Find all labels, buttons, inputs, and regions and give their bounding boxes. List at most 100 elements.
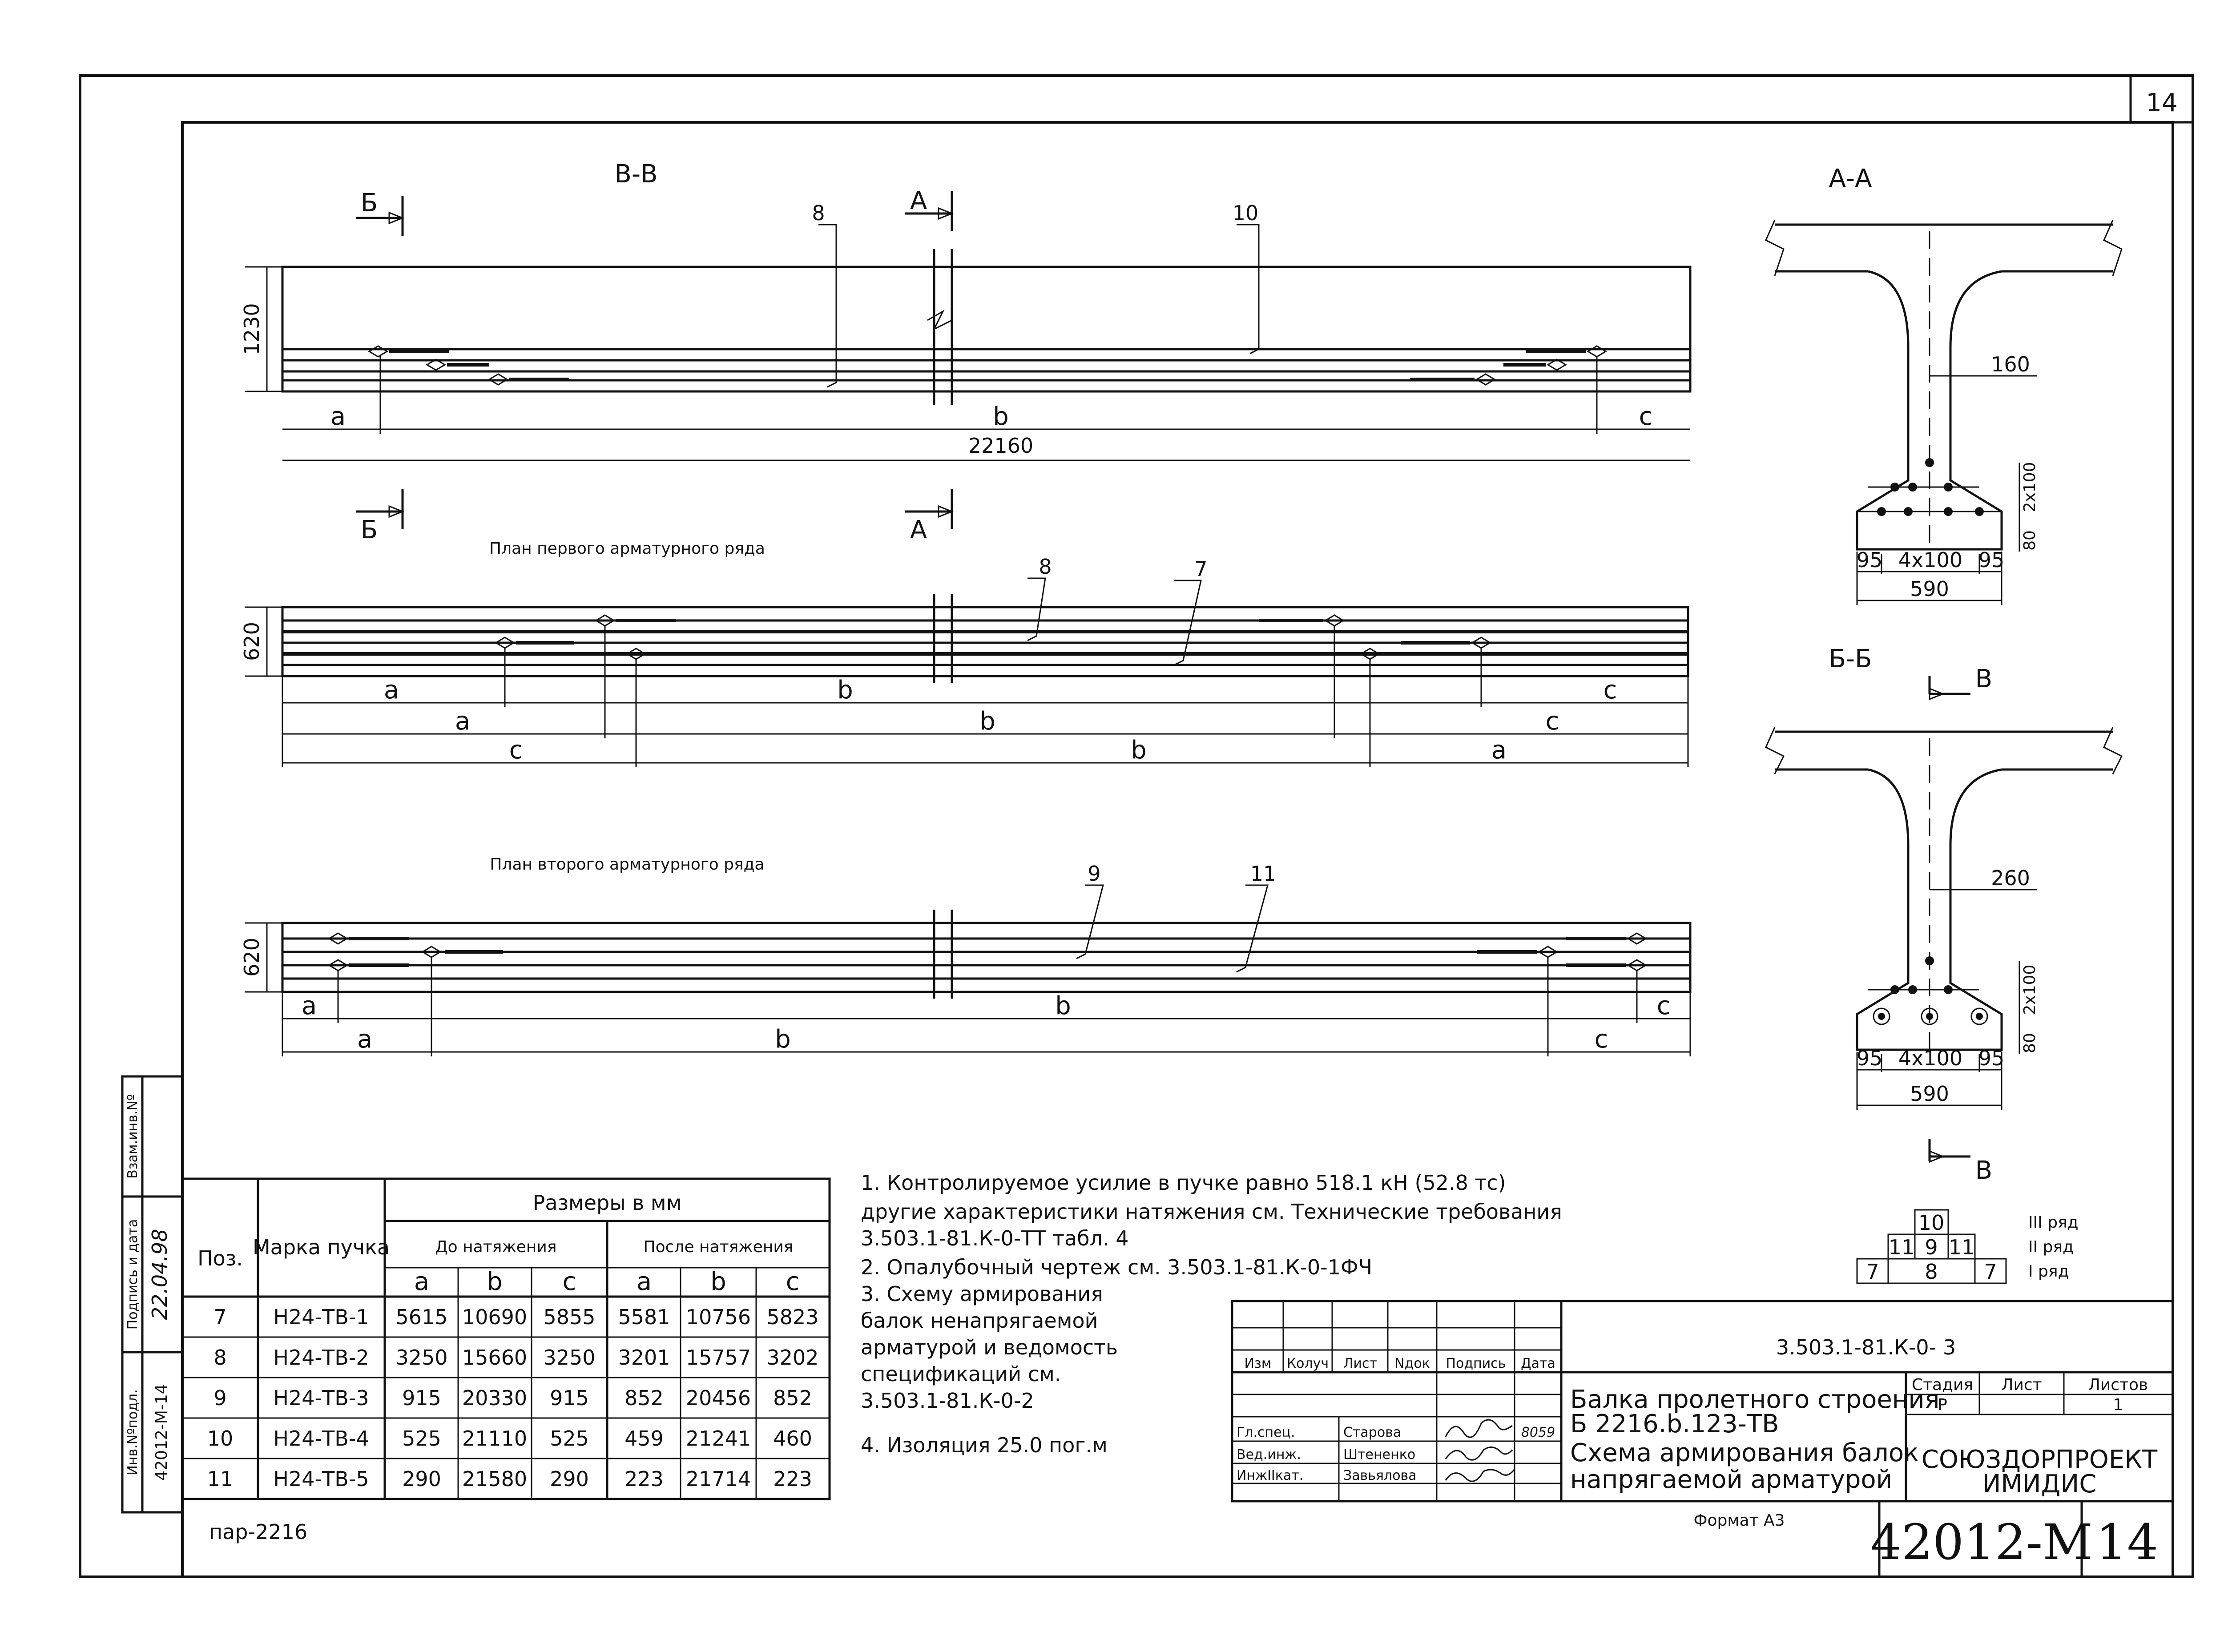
plan2-r1-a: a bbox=[302, 991, 317, 1020]
table-cell: 10690 bbox=[462, 1305, 527, 1329]
table-cell: 3202 bbox=[766, 1346, 818, 1370]
tb-title-4: напрягаемой арматурой bbox=[1570, 1465, 1892, 1494]
tb-h-koluch: Колуч bbox=[1287, 1356, 1329, 1371]
bb-dim-590: 590 bbox=[1910, 1082, 1949, 1106]
note-line: 3.503.1-81.К-0-2 bbox=[861, 1389, 1034, 1413]
tb-title-3: Схема армирования балок bbox=[1570, 1438, 1919, 1467]
plan2-r1-c: c bbox=[1657, 991, 1671, 1020]
tb-r2-role: Вед.инж. bbox=[1237, 1447, 1301, 1463]
table-cell: 525 bbox=[402, 1426, 441, 1451]
cut-v-top: В bbox=[1975, 665, 1992, 693]
th-after-a: a bbox=[637, 1267, 652, 1296]
plan1-r3-b: b bbox=[1131, 736, 1147, 765]
plan1-r1-c: c bbox=[1604, 676, 1617, 705]
side-vzam-label: Взам.инв.Nº bbox=[125, 1094, 141, 1179]
cut-a-bottom: А bbox=[910, 516, 927, 544]
legend-r2c: 11 bbox=[1949, 1235, 1975, 1259]
tb-r3-role: ИнжIIкат. bbox=[1237, 1468, 1303, 1483]
tb-h-podpis: Подпись bbox=[1446, 1356, 1506, 1371]
note-line: 3.503.1-81.К-0-ТТ табл. 4 bbox=[861, 1226, 1129, 1250]
table-cell: 915 bbox=[402, 1386, 441, 1410]
table-cell: 290 bbox=[402, 1467, 441, 1491]
plan1-r2-c: c bbox=[1546, 707, 1559, 736]
bb-dim-80: 80 bbox=[2021, 1033, 2039, 1053]
table-cell: 11 bbox=[207, 1467, 234, 1491]
side-podp-label: Подпись и дата bbox=[125, 1219, 141, 1330]
sheet-number-top: 14 bbox=[2146, 89, 2177, 117]
vv-pos-8: 8 bbox=[812, 201, 825, 225]
vv-title: В-В bbox=[614, 160, 657, 189]
plan2-r2-b: b bbox=[775, 1025, 791, 1054]
plan1-r1-b: b bbox=[837, 676, 853, 705]
note-line: арматурой и ведомость bbox=[861, 1335, 1118, 1359]
note-line: 1. Контролируемое усилие в пучке равно 5… bbox=[861, 1171, 1506, 1195]
note-line: 3. Схему армирования bbox=[861, 1282, 1103, 1306]
table-cell: 10 bbox=[207, 1426, 234, 1451]
side-stamp: Взам.инв.Nº Подпись и дата 22.04.98 Инв.… bbox=[121, 1075, 184, 1514]
stamp-sheet: 14 bbox=[2096, 1514, 2158, 1571]
table-cell: 525 bbox=[550, 1426, 589, 1451]
table-cell: 15660 bbox=[462, 1346, 527, 1370]
aa-title: А-А bbox=[1829, 164, 1872, 193]
rows-legend: 10 11 9 11 7 8 7 III ряд II ряд I ряд bbox=[1856, 1209, 2079, 1284]
side-podp-value: 22.04.98 bbox=[148, 1229, 172, 1320]
plan1-title: План первого арматурного ряда bbox=[489, 540, 765, 558]
table-cell: 5855 bbox=[543, 1305, 595, 1329]
note-line: спецификаций см. bbox=[861, 1362, 1061, 1386]
signature-3 bbox=[1445, 1469, 1515, 1482]
tb-org-1: СОЮЗДОРПРОЕКТ bbox=[1922, 1445, 2158, 1474]
th-before-b: b bbox=[487, 1267, 503, 1296]
signature-2 bbox=[1445, 1447, 1513, 1461]
aa-dim-95-right: 95 bbox=[1978, 548, 2005, 572]
tb-stadia-h: Стадия bbox=[1912, 1376, 1973, 1394]
vv-dim-a: a bbox=[330, 402, 346, 431]
th-after: После натяжения bbox=[644, 1238, 794, 1256]
th-mark: Марка пучка bbox=[253, 1235, 390, 1259]
signature-1 bbox=[1445, 1419, 1513, 1438]
side-inv-label: Инв.Nºподл. bbox=[125, 1389, 141, 1475]
vv-beam-outline bbox=[281, 266, 1692, 393]
table-cell: Н24-ТВ-2 bbox=[273, 1346, 369, 1370]
plan1-r3-a: a bbox=[1491, 736, 1507, 765]
table-cell: 852 bbox=[773, 1386, 812, 1410]
plan1-pos-7: 7 bbox=[1194, 557, 1207, 581]
tb-r1-role: Гл.спец. bbox=[1237, 1425, 1295, 1440]
table-cell: 460 bbox=[773, 1426, 812, 1451]
bb-dim-260: 260 bbox=[1991, 866, 2030, 890]
plan2-r1-b: b bbox=[1055, 991, 1071, 1020]
legend-r1a: 7 bbox=[1866, 1260, 1879, 1284]
aa-dim-2x100: 2x100 bbox=[2021, 462, 2039, 512]
section-aa: А-А 160 2x100 80 95 4x100 95 590 bbox=[1765, 164, 2123, 605]
note-line: другие характеристики натяжения см. Техн… bbox=[861, 1200, 1562, 1224]
stamp-code: 42012-М bbox=[1870, 1514, 2093, 1571]
table-cell: 21241 bbox=[686, 1426, 751, 1451]
plan1-height-620: 620 bbox=[240, 622, 264, 661]
tb-title-1: Балка пролетного строения bbox=[1570, 1385, 1939, 1414]
legend-row3-label: III ряд bbox=[2028, 1213, 2079, 1232]
aa-dim-80: 80 bbox=[2021, 530, 2039, 551]
table-cell: 21714 bbox=[686, 1467, 751, 1491]
legend-r1b: 8 bbox=[1925, 1260, 1938, 1284]
tb-r1-date: 8059 bbox=[1521, 1425, 1555, 1440]
cut-v-bottom: В bbox=[1975, 1156, 1992, 1185]
table-cell: 8 bbox=[214, 1346, 226, 1370]
aa-dim-590: 590 bbox=[1910, 577, 1949, 601]
th-after-b: b bbox=[710, 1267, 726, 1296]
th-pos: Поз. bbox=[197, 1246, 243, 1270]
tb-title-2: Б 2216.b.123-ТВ bbox=[1570, 1410, 1779, 1438]
aa-dim-95-left: 95 bbox=[1857, 548, 1883, 572]
table-cell: 223 bbox=[773, 1467, 812, 1491]
table-cell: 20330 bbox=[462, 1386, 527, 1410]
archive-ref: пар-2216 bbox=[209, 1520, 307, 1544]
bb-dim-95-left: 95 bbox=[1857, 1046, 1883, 1070]
legend-row1-label: I ряд bbox=[2028, 1262, 2069, 1281]
table-cell: 5581 bbox=[618, 1305, 670, 1329]
aa-dim-160: 160 bbox=[1991, 352, 2030, 376]
tb-listov-h: Листов bbox=[2088, 1376, 2148, 1394]
view-vv: В-В 1230 a b c 22160 bbox=[240, 160, 1692, 544]
plan2-pos-11: 11 bbox=[1250, 862, 1277, 886]
vv-pos-10: 10 bbox=[1233, 201, 1259, 225]
table-cell: 5615 bbox=[395, 1305, 447, 1329]
bb-dim-2x100: 2x100 bbox=[2021, 965, 2039, 1015]
